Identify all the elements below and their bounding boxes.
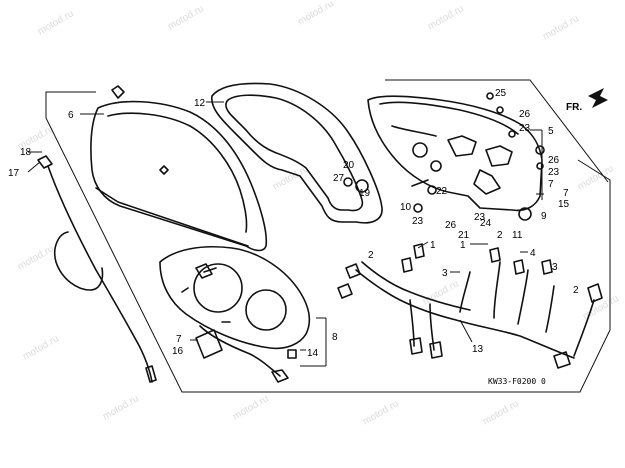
callout-17: 17	[8, 168, 20, 179]
callout-5: 5	[548, 126, 554, 137]
bezel-ring	[211, 82, 383, 224]
group-frame-5	[385, 79, 609, 183]
svg-text:motod.ru: motod.ru	[36, 8, 76, 37]
svg-text:motod.ru: motod.ru	[101, 393, 141, 422]
callout-13: 13	[472, 344, 484, 355]
callout-1-right: 1	[460, 240, 466, 251]
callout-12: 12	[194, 98, 206, 109]
svg-text:motod.ru: motod.ru	[231, 393, 271, 422]
callout-20: 20	[343, 160, 355, 171]
diagram-code: KW33-F0200 0	[488, 377, 546, 386]
callout-23-right: 23	[548, 167, 560, 178]
callout-2-right: 2	[573, 285, 579, 296]
callout-1-left: 1	[430, 240, 436, 251]
callout-3-right: 3	[552, 262, 558, 273]
svg-text:motod.ru: motod.ru	[16, 243, 56, 272]
svg-text:motod.ru: motod.ru	[361, 398, 401, 427]
wiring-harness	[337, 243, 603, 369]
front-label: FR.	[566, 102, 582, 113]
callout-26-bottom: 26	[445, 220, 457, 231]
svg-text:motod.ru: motod.ru	[166, 3, 206, 32]
callout-numbers: 6 12 18 17 20 27 19 25 26 23 5 26 23 7 7…	[8, 88, 579, 359]
group-frame-6	[45, 91, 611, 393]
callout-19: 19	[359, 188, 371, 199]
callout-14: 14	[307, 348, 319, 359]
callout-2-left: 2	[368, 250, 374, 261]
gauge-panel	[159, 245, 311, 383]
svg-text:motod.ru: motod.ru	[541, 13, 581, 42]
svg-text:motod.ru: motod.ru	[426, 3, 466, 32]
callout-24: 24	[480, 218, 492, 229]
callout-7-far: 7	[563, 188, 569, 199]
leader-lines	[27, 101, 544, 367]
callout-3-left: 3	[442, 268, 448, 279]
callout-26-right: 26	[548, 155, 560, 166]
callout-7-left: 7	[176, 334, 182, 345]
callout-9: 9	[541, 211, 547, 222]
callout-2-mid: 2	[497, 230, 503, 241]
front-direction-arrow: FR.	[566, 88, 608, 113]
callout-8: 8	[332, 332, 338, 343]
callout-7-right: 7	[548, 179, 554, 190]
callout-11: 11	[512, 230, 523, 241]
watermark-layer: motod.ru motod.ru motod.ru motod.ru moto…	[16, 0, 621, 428]
callout-23-left: 23	[412, 216, 424, 227]
svg-text:motod.ru: motod.ru	[481, 398, 521, 427]
callout-22: 22	[436, 186, 448, 197]
speedometer-cable	[37, 155, 157, 383]
svg-text:motod.ru: motod.ru	[21, 333, 61, 362]
callout-25: 25	[495, 88, 507, 99]
callout-27: 27	[333, 173, 345, 184]
callout-15: 15	[558, 199, 570, 210]
svg-text:motod.ru: motod.ru	[296, 0, 336, 28]
callout-16: 16	[172, 346, 184, 357]
callout-6: 6	[68, 110, 74, 121]
small-hardware	[287, 92, 545, 359]
callout-18: 18	[20, 147, 32, 158]
meter-visor	[90, 85, 268, 252]
callout-23-mid: 23	[474, 212, 486, 223]
callout-10: 10	[400, 202, 412, 213]
callout-23-top: 23	[519, 123, 531, 134]
callout-26-top: 26	[519, 109, 531, 120]
meter-case	[367, 95, 543, 212]
callout-4: 4	[530, 248, 536, 259]
callout-21: 21	[458, 230, 470, 241]
